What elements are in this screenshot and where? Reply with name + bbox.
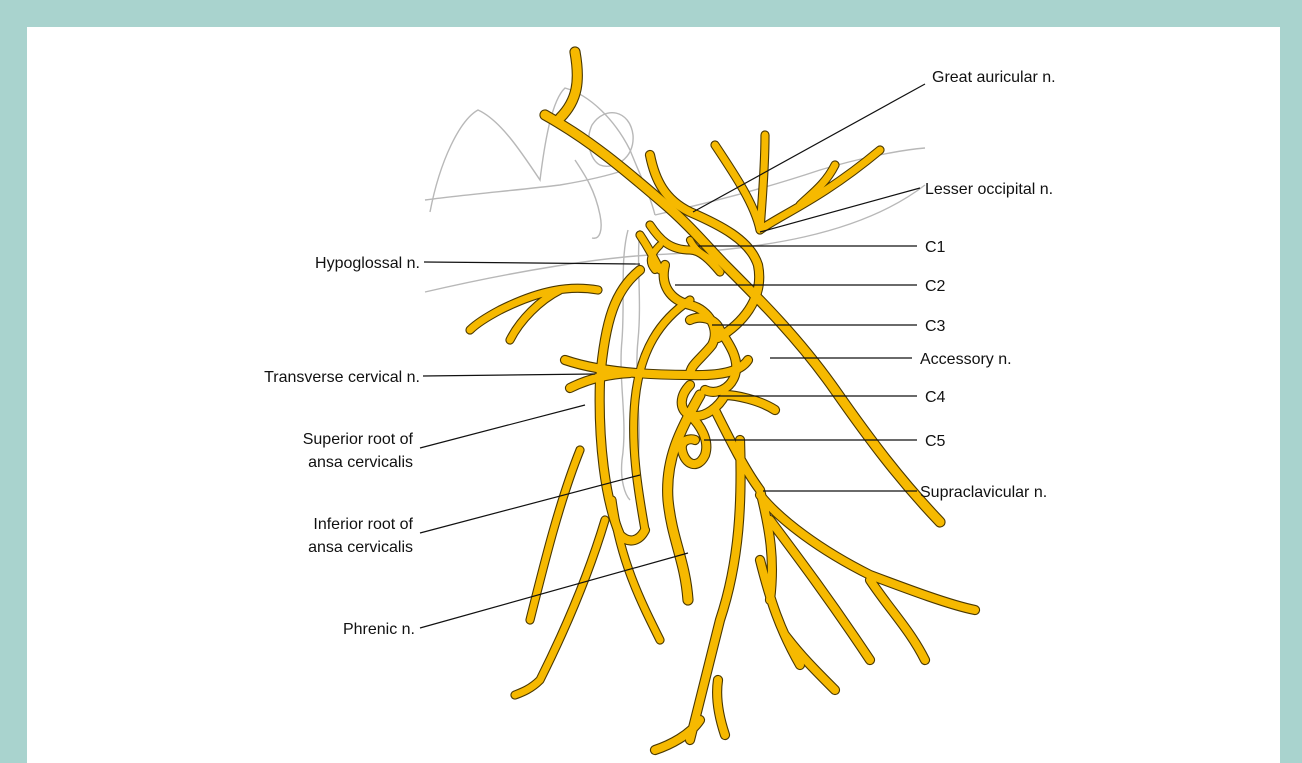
leader-superior-root	[420, 405, 585, 448]
label-c5: C5	[925, 433, 946, 450]
leader-transverse-cervical	[423, 374, 595, 376]
label-accessory: Accessory n.	[920, 351, 1012, 368]
nerve-network	[470, 52, 975, 750]
label-inferior-root-line1: Inferior root of	[313, 516, 413, 533]
labels: Great auricular n. Lesser occipital n. C…	[264, 69, 1056, 638]
nerve-lesser-occipital	[715, 135, 880, 230]
label-hypoglossal: Hypoglossal n.	[315, 255, 420, 272]
label-inferior-root-line2: ansa cervicalis	[308, 539, 413, 556]
spine-outline-left	[621, 230, 630, 500]
label-c1: C1	[925, 239, 946, 256]
label-c3: C3	[925, 318, 946, 335]
mastoid-outline	[575, 160, 601, 238]
label-lesser-occipital: Lesser occipital n.	[925, 181, 1053, 198]
label-phrenic: Phrenic n.	[343, 621, 415, 638]
label-c2: C2	[925, 278, 946, 295]
label-great-auricular: Great auricular n.	[932, 69, 1056, 86]
label-superior-root-line2: ansa cervicalis	[308, 454, 413, 471]
label-superior-root-line1: Superior root of	[303, 431, 414, 448]
leader-hypoglossal	[424, 262, 640, 264]
label-transverse-cervical: Transverse cervical n.	[264, 369, 420, 386]
label-supraclavicular: Supraclavicular n.	[920, 484, 1047, 501]
label-c4: C4	[925, 389, 946, 406]
nerve-left-branches	[470, 288, 660, 695]
